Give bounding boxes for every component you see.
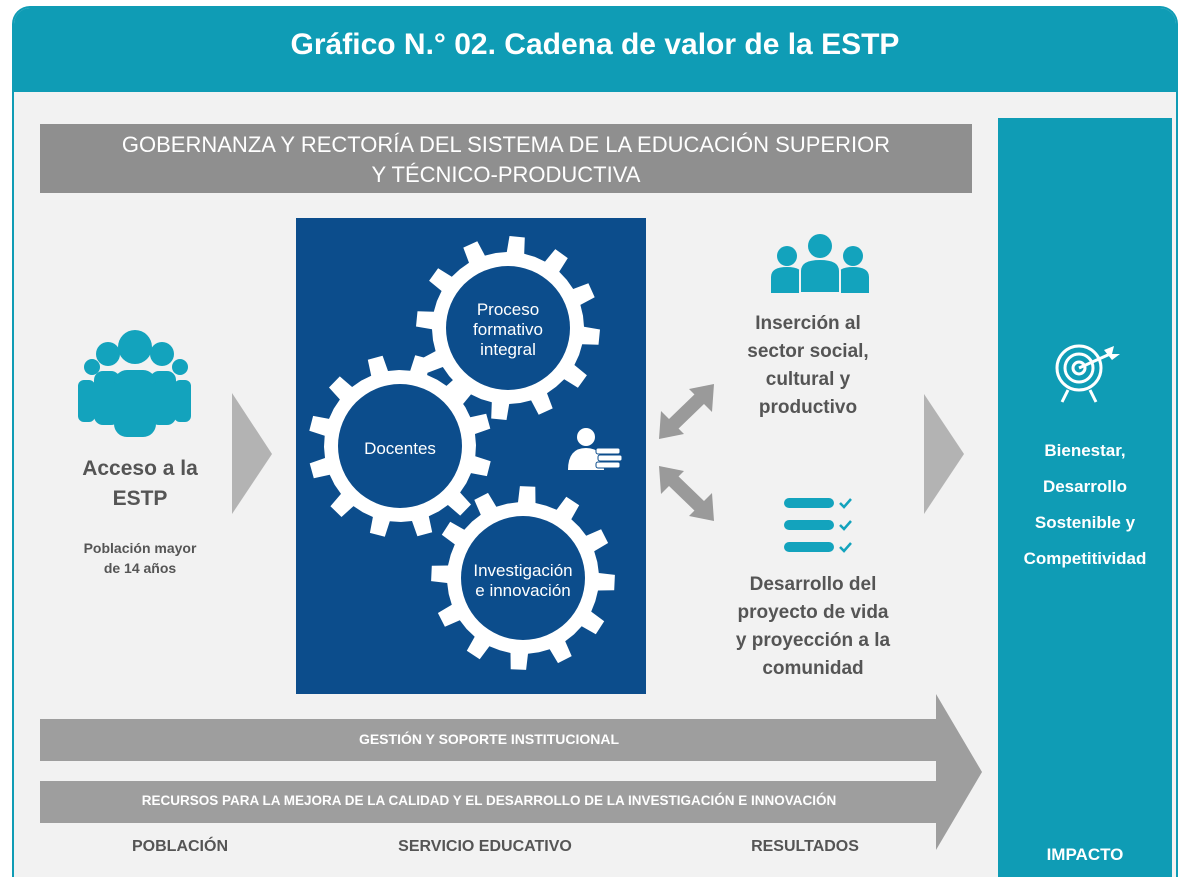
result-line: proyecto de vida bbox=[737, 602, 889, 623]
impact-line: Competitividad bbox=[1023, 549, 1147, 568]
access-sub-line: de 14 años bbox=[103, 560, 177, 576]
support-bars bbox=[40, 694, 982, 850]
teacher-icon bbox=[568, 428, 623, 470]
access-subtitle: Población mayor de 14 años bbox=[50, 538, 230, 578]
result-line: Desarrollo del bbox=[749, 574, 877, 595]
column-label-population: POBLACIÓN bbox=[132, 838, 228, 855]
diagram-frame: Gráfico N.° 02. Cadena de valor de la ES… bbox=[12, 6, 1178, 877]
target-icon bbox=[1055, 344, 1120, 403]
business-team-icon bbox=[771, 234, 869, 294]
result-line: Inserción al bbox=[755, 313, 861, 334]
column-label-service: SERVICIO EDUCATIVO bbox=[398, 838, 572, 855]
bar-resources: RECURSOS PARA LA MEJORA DE LA CALIDAD Y … bbox=[141, 793, 837, 808]
impact-line: Bienestar, bbox=[1044, 441, 1126, 460]
impact-label: IMPACTO bbox=[1046, 845, 1124, 864]
gear-label-line: Proceso bbox=[476, 300, 540, 319]
access-sub-line: Población mayor bbox=[83, 540, 197, 556]
access-title-line: Acceso a la bbox=[82, 457, 198, 480]
gear-hole bbox=[461, 516, 585, 640]
result-project: Desarrollo del proyecto de vida y proyec… bbox=[708, 571, 918, 683]
gear-label-teachers: Docentes bbox=[364, 439, 436, 458]
impact-column: Bienestar, Desarrollo Sostenible y Compe… bbox=[998, 118, 1172, 877]
gear-hole bbox=[338, 384, 462, 508]
result-insertion: Inserción al sector social, cultural y p… bbox=[708, 310, 908, 422]
gear-label-research: Investigación e innovación bbox=[460, 561, 586, 601]
result-line: productivo bbox=[758, 397, 858, 418]
flow-arrow bbox=[232, 393, 272, 514]
impact-text: Bienestar, Desarrollo Sostenible y Compe… bbox=[998, 433, 1172, 577]
impact-line: Desarrollo bbox=[1042, 477, 1128, 496]
gear-label-line: Investigación bbox=[473, 561, 573, 580]
governance-banner: GOBERNANZA Y RECTORÍA DEL SISTEMA DE LA … bbox=[40, 124, 972, 193]
checklist-icon bbox=[784, 498, 852, 553]
result-line: sector social, bbox=[747, 341, 869, 362]
result-line: y proyección a la bbox=[735, 630, 891, 651]
bar-management: GESTIÓN Y SOPORTE INSTITUCIONAL bbox=[358, 731, 620, 747]
gear-label-line: integral bbox=[480, 340, 536, 359]
header-bar: Gráfico N.° 02. Cadena de valor de la ES… bbox=[14, 8, 1176, 92]
governance-line-1: GOBERNANZA Y RECTORÍA DEL SISTEMA DE LA … bbox=[121, 132, 891, 157]
result-line: comunidad bbox=[762, 658, 864, 679]
gear-label-line: e innovación bbox=[475, 581, 571, 600]
impact-line: Sostenible y bbox=[1034, 513, 1136, 532]
gear-label-line: formativo bbox=[473, 320, 543, 339]
gear-hole bbox=[446, 266, 570, 390]
flow-arrow bbox=[924, 394, 964, 514]
gear-label-process: Proceso formativo integral bbox=[458, 300, 558, 360]
double-arrow-icon bbox=[659, 384, 714, 521]
people-group-icon bbox=[78, 330, 191, 437]
column-label-results: RESULTADOS bbox=[751, 838, 859, 855]
result-line: cultural y bbox=[765, 369, 851, 390]
governance-line-2: Y TÉCNICO-PRODUCTIVA bbox=[371, 162, 641, 187]
access-title-line: ESTP bbox=[112, 487, 168, 510]
access-title: Acceso a la ESTP bbox=[50, 454, 230, 514]
diagram-title: Gráfico N.° 02. Cadena de valor de la ES… bbox=[290, 28, 900, 61]
diagram-graphics bbox=[40, 218, 982, 850]
